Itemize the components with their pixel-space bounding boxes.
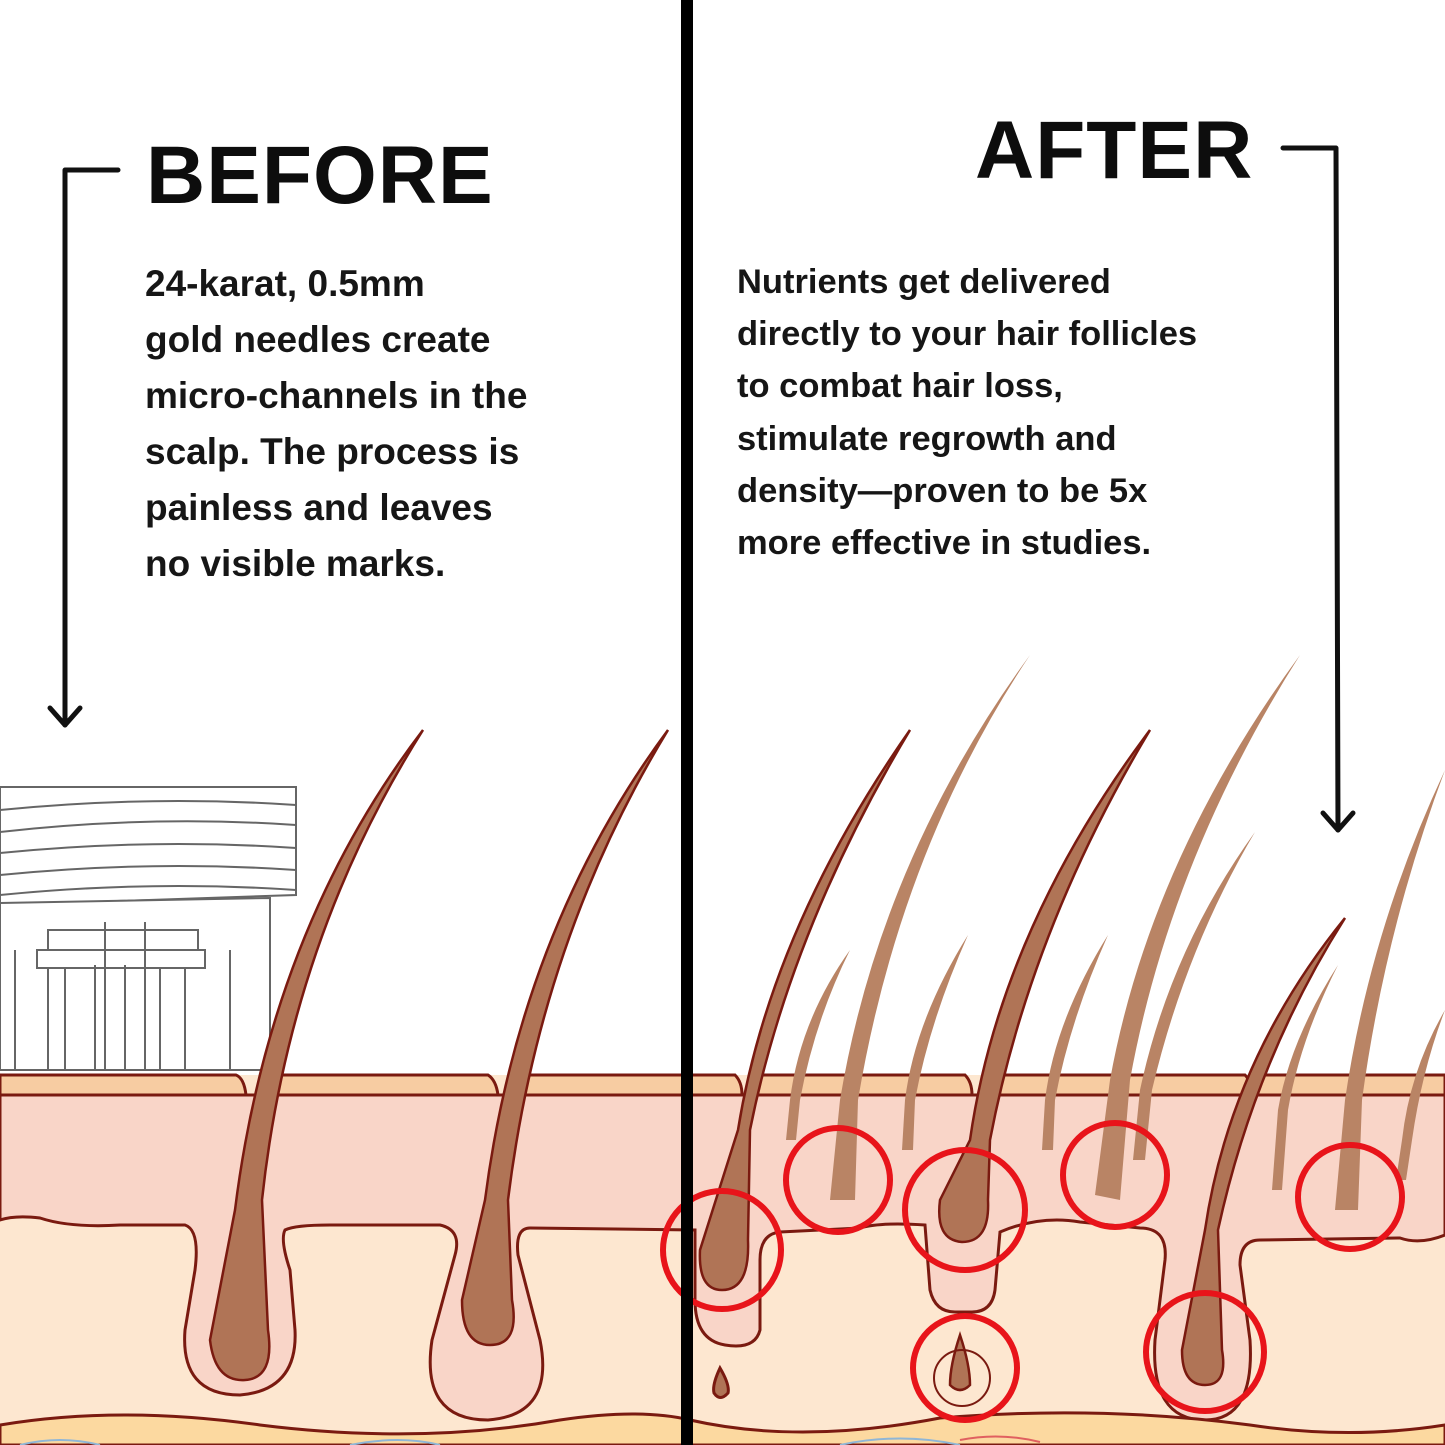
microneedle-device-icon [0,786,297,1071]
after-line: more effective in studies. [737,524,1152,563]
after-line: to combat hair loss, [737,367,1063,406]
before-title: BEFORE [146,130,494,221]
highlight-circle [783,1125,893,1235]
hairs-before [208,729,670,1382]
highlight-circle [660,1188,784,1312]
fat-layer [0,1411,1445,1445]
after-title: AFTER [975,105,1254,196]
after-line: Nutrients get delivered [737,263,1111,301]
after-description: Nutrients get delivered directly to your… [737,256,1197,569]
before-line: scalp. The process is [145,431,520,472]
before-line: micro-channels in the [145,375,528,416]
highlight-circles [660,1120,1405,1423]
hairs-after [698,729,1347,1407]
highlight-circle [910,1313,1020,1423]
before-line: 24-karat, 0.5mm [145,263,425,304]
arrow-down-icon [1280,145,1356,833]
highlight-circle [902,1147,1028,1273]
before-description: 24-karat, 0.5mm gold needles create micr… [145,256,527,592]
after-line: stimulate regrowth and [737,419,1117,458]
droplet [712,1364,730,1399]
before-line: painless and leaves [145,487,493,528]
highlight-circle [1295,1142,1405,1252]
after-line: density—proven to be 5x [737,471,1148,510]
epidermis-layer [0,1073,1445,1097]
after-line: directly to your hair follicles [737,315,1198,354]
regrowth-hairs [786,655,1445,1210]
divider-line [681,0,693,1445]
before-line: no visible marks. [145,543,446,584]
before-line: gold needles create [145,319,491,360]
arrow-down-icon [47,167,121,728]
highlight-circle [1143,1290,1267,1414]
highlight-circle [1060,1120,1170,1230]
